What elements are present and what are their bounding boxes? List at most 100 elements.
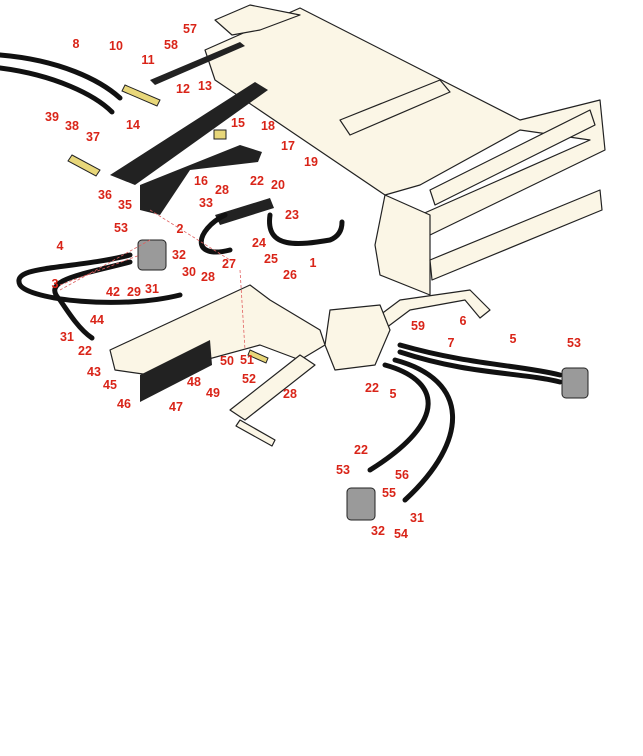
callout-28: 28 xyxy=(215,183,229,197)
lift-arm xyxy=(110,82,268,185)
callout-11: 11 xyxy=(141,53,155,67)
callout-31: 31 xyxy=(410,511,424,525)
bushing xyxy=(213,129,227,140)
callout-16: 16 xyxy=(194,174,208,188)
hydraulic-motor xyxy=(561,367,589,399)
pin xyxy=(121,84,161,107)
callout-22: 22 xyxy=(365,381,379,395)
leader-line xyxy=(149,209,231,261)
callout-54: 54 xyxy=(394,527,408,541)
callout-58: 58 xyxy=(164,38,178,52)
callout-33: 33 xyxy=(199,196,213,210)
pin xyxy=(67,154,101,177)
hose xyxy=(397,342,563,378)
callout-55: 55 xyxy=(382,486,396,500)
callout-53: 53 xyxy=(336,463,350,477)
callout-35: 35 xyxy=(118,198,132,212)
hydraulic-motor xyxy=(346,487,376,521)
callout-10: 10 xyxy=(109,39,123,53)
callout-48: 48 xyxy=(187,375,201,389)
callout-22: 22 xyxy=(78,344,92,358)
hose xyxy=(0,65,115,115)
callout-31: 31 xyxy=(145,282,159,296)
callout-37: 37 xyxy=(86,130,100,144)
callout-29: 29 xyxy=(127,285,141,299)
hose xyxy=(267,212,345,247)
pivot-arm xyxy=(140,145,262,215)
callout-8: 8 xyxy=(72,37,80,51)
callout-49: 49 xyxy=(206,386,220,400)
callout-19: 19 xyxy=(304,155,318,169)
callout-32: 32 xyxy=(172,248,186,262)
callout-30: 30 xyxy=(182,265,196,279)
callout-28: 28 xyxy=(283,387,297,401)
callout-42: 42 xyxy=(106,285,120,299)
callout-5: 5 xyxy=(509,332,517,346)
leader-line xyxy=(59,239,151,291)
callout-24: 24 xyxy=(252,236,266,250)
hose xyxy=(367,362,431,473)
frame-crossmember xyxy=(429,109,596,206)
callout-43: 43 xyxy=(87,365,101,379)
pin xyxy=(247,349,269,364)
callout-57: 57 xyxy=(183,22,197,36)
callout-20: 20 xyxy=(271,178,285,192)
cylinder xyxy=(215,198,274,225)
frame-rear-plate xyxy=(374,194,431,296)
callout-53: 53 xyxy=(114,221,128,235)
callout-53: 53 xyxy=(567,336,581,350)
callout-39: 39 xyxy=(45,110,59,124)
callout-4: 4 xyxy=(56,239,64,253)
callout-18: 18 xyxy=(261,119,275,133)
hose xyxy=(52,259,133,341)
axle-tube xyxy=(235,419,276,447)
callout-25: 25 xyxy=(264,252,278,266)
callout-28: 28 xyxy=(201,270,215,284)
callout-2: 2 xyxy=(176,222,184,236)
callout-26: 26 xyxy=(283,268,297,282)
callout-38: 38 xyxy=(65,119,79,133)
axle-frame xyxy=(109,284,326,376)
frame-rear-tube xyxy=(429,189,603,281)
callout-5: 5 xyxy=(389,387,397,401)
cover-plate xyxy=(140,340,212,402)
hose xyxy=(392,357,455,503)
callout-14: 14 xyxy=(126,118,140,132)
hose xyxy=(16,252,183,305)
callout-23: 23 xyxy=(285,208,299,222)
callout-47: 47 xyxy=(169,400,183,414)
callout-31: 31 xyxy=(60,330,74,344)
hydraulic-motor xyxy=(137,239,167,271)
callout-3: 3 xyxy=(51,277,59,291)
callout-36: 36 xyxy=(98,188,112,202)
callout-6: 6 xyxy=(459,314,467,328)
rod xyxy=(150,42,245,85)
callout-13: 13 xyxy=(198,79,212,93)
hose xyxy=(0,52,123,101)
callout-22: 22 xyxy=(354,443,368,457)
frame-crossmember xyxy=(339,79,451,136)
callout-7: 7 xyxy=(447,336,455,350)
callout-44: 44 xyxy=(90,313,104,327)
callout-17: 17 xyxy=(281,139,295,153)
callout-46: 46 xyxy=(117,397,131,411)
hose xyxy=(397,349,563,385)
callout-52: 52 xyxy=(242,372,256,386)
callout-51: 51 xyxy=(240,353,254,367)
callout-15: 15 xyxy=(231,116,245,130)
callout-27: 27 xyxy=(222,257,236,271)
callout-59: 59 xyxy=(411,319,425,333)
axle-arm xyxy=(229,354,316,421)
callout-56: 56 xyxy=(395,468,409,482)
leader-line xyxy=(59,254,141,286)
callout-12: 12 xyxy=(176,82,190,96)
frame-front-arm xyxy=(214,4,301,36)
callout-1: 1 xyxy=(309,256,317,270)
callout-50: 50 xyxy=(220,354,234,368)
callout-32: 32 xyxy=(371,524,385,538)
bracket xyxy=(324,304,391,371)
callout-45: 45 xyxy=(103,378,117,392)
leader-line xyxy=(239,269,246,351)
